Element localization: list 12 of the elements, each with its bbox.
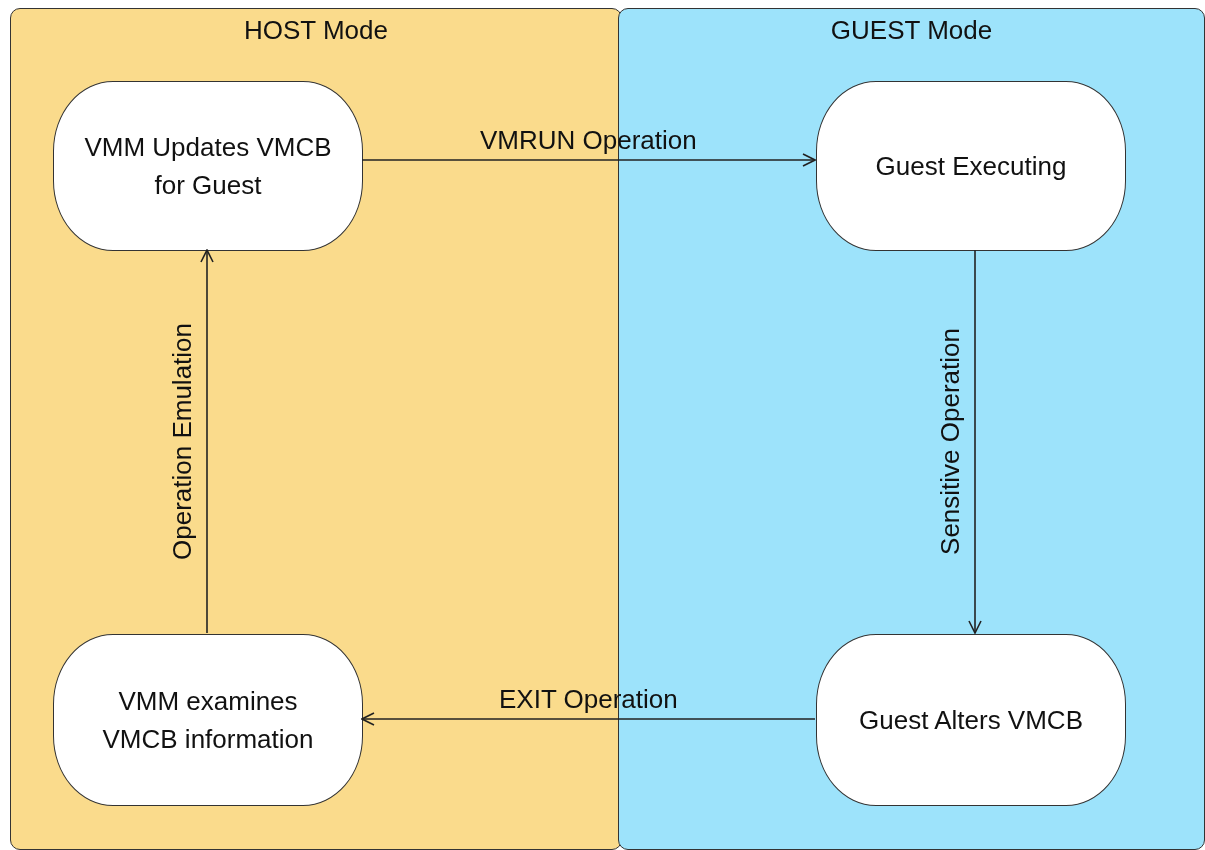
state-text: Guest Alters VMCB (858, 704, 1084, 737)
panel-title: GUEST Mode (830, 15, 993, 46)
state-text: Guest Executing (874, 150, 1068, 183)
state-text: VMM examines VMCB information (101, 685, 315, 756)
edge-label: Operation Emulation (166, 323, 198, 560)
state-text: VMM Updates VMCB for Guest (83, 131, 333, 202)
arrow (200, 249, 214, 634)
arrow (361, 712, 816, 726)
panel-title: HOST Mode (244, 15, 388, 46)
arrow (968, 249, 982, 634)
edge-label: Sensitive Operation (934, 328, 966, 555)
arrow (361, 153, 816, 167)
